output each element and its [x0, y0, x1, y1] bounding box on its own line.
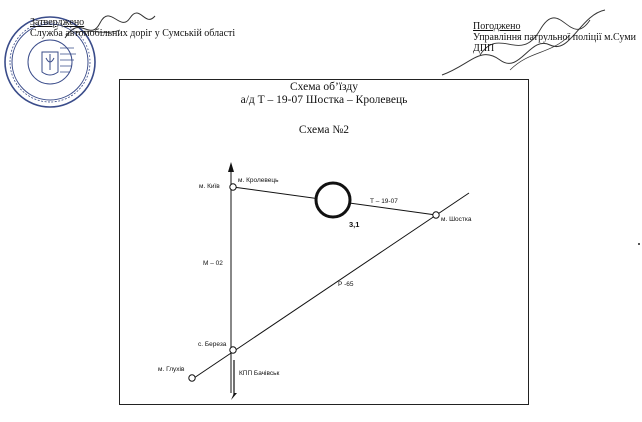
scheme-frame: [119, 79, 529, 405]
arrow-up-kyiv: [228, 162, 234, 172]
node-shostka: [432, 211, 440, 219]
label-road-r65: Р -65: [338, 281, 354, 288]
agreement-department: ДПП: [473, 43, 495, 54]
node-bereza: [229, 346, 237, 354]
approval-block: Затверджено Служба автомобільних доріг у…: [30, 17, 235, 39]
signature-left: [64, 12, 156, 39]
label-kpp: КПП Бачівськ: [239, 370, 280, 377]
label-kyiv: м. Київ: [199, 183, 220, 190]
official-seal: [4, 16, 96, 108]
label-shostka: м. Шостка: [441, 216, 472, 223]
scan-speck: [638, 243, 640, 245]
road-r65-line: [190, 192, 470, 381]
scheme-road: а/д Т – 19-07 Шостка – Кролевець: [240, 94, 408, 106]
scheme-title: Схема об’їзду: [290, 81, 358, 93]
scheme-number: Схема №2: [298, 124, 350, 136]
approval-label: Затверджено: [30, 17, 85, 28]
approval-organization: Служба автомобільних доріг у Сумській об…: [30, 28, 236, 39]
label-krolevets: м. Кролевець: [238, 177, 279, 184]
agreement-block: Погоджено Управління патрульної поліції …: [473, 21, 636, 54]
label-bereza: с. Береза: [198, 341, 227, 348]
node-krolevets: [229, 183, 237, 191]
closure-ring: [314, 181, 352, 219]
agreement-label: Погоджено: [473, 21, 521, 32]
label-road-m02: М – 02: [203, 260, 223, 267]
arrow-down-kpp: [231, 393, 237, 400]
label-km: 3,1: [349, 220, 360, 229]
agreement-organization: Управління патрульної поліції м.Суми: [473, 32, 636, 43]
label-hlukhiv: м. Глухів: [158, 366, 185, 373]
signature-right: [441, 9, 606, 76]
label-road-t1907: Т – 19-07: [370, 198, 398, 205]
node-hlukhiv: [188, 374, 196, 382]
